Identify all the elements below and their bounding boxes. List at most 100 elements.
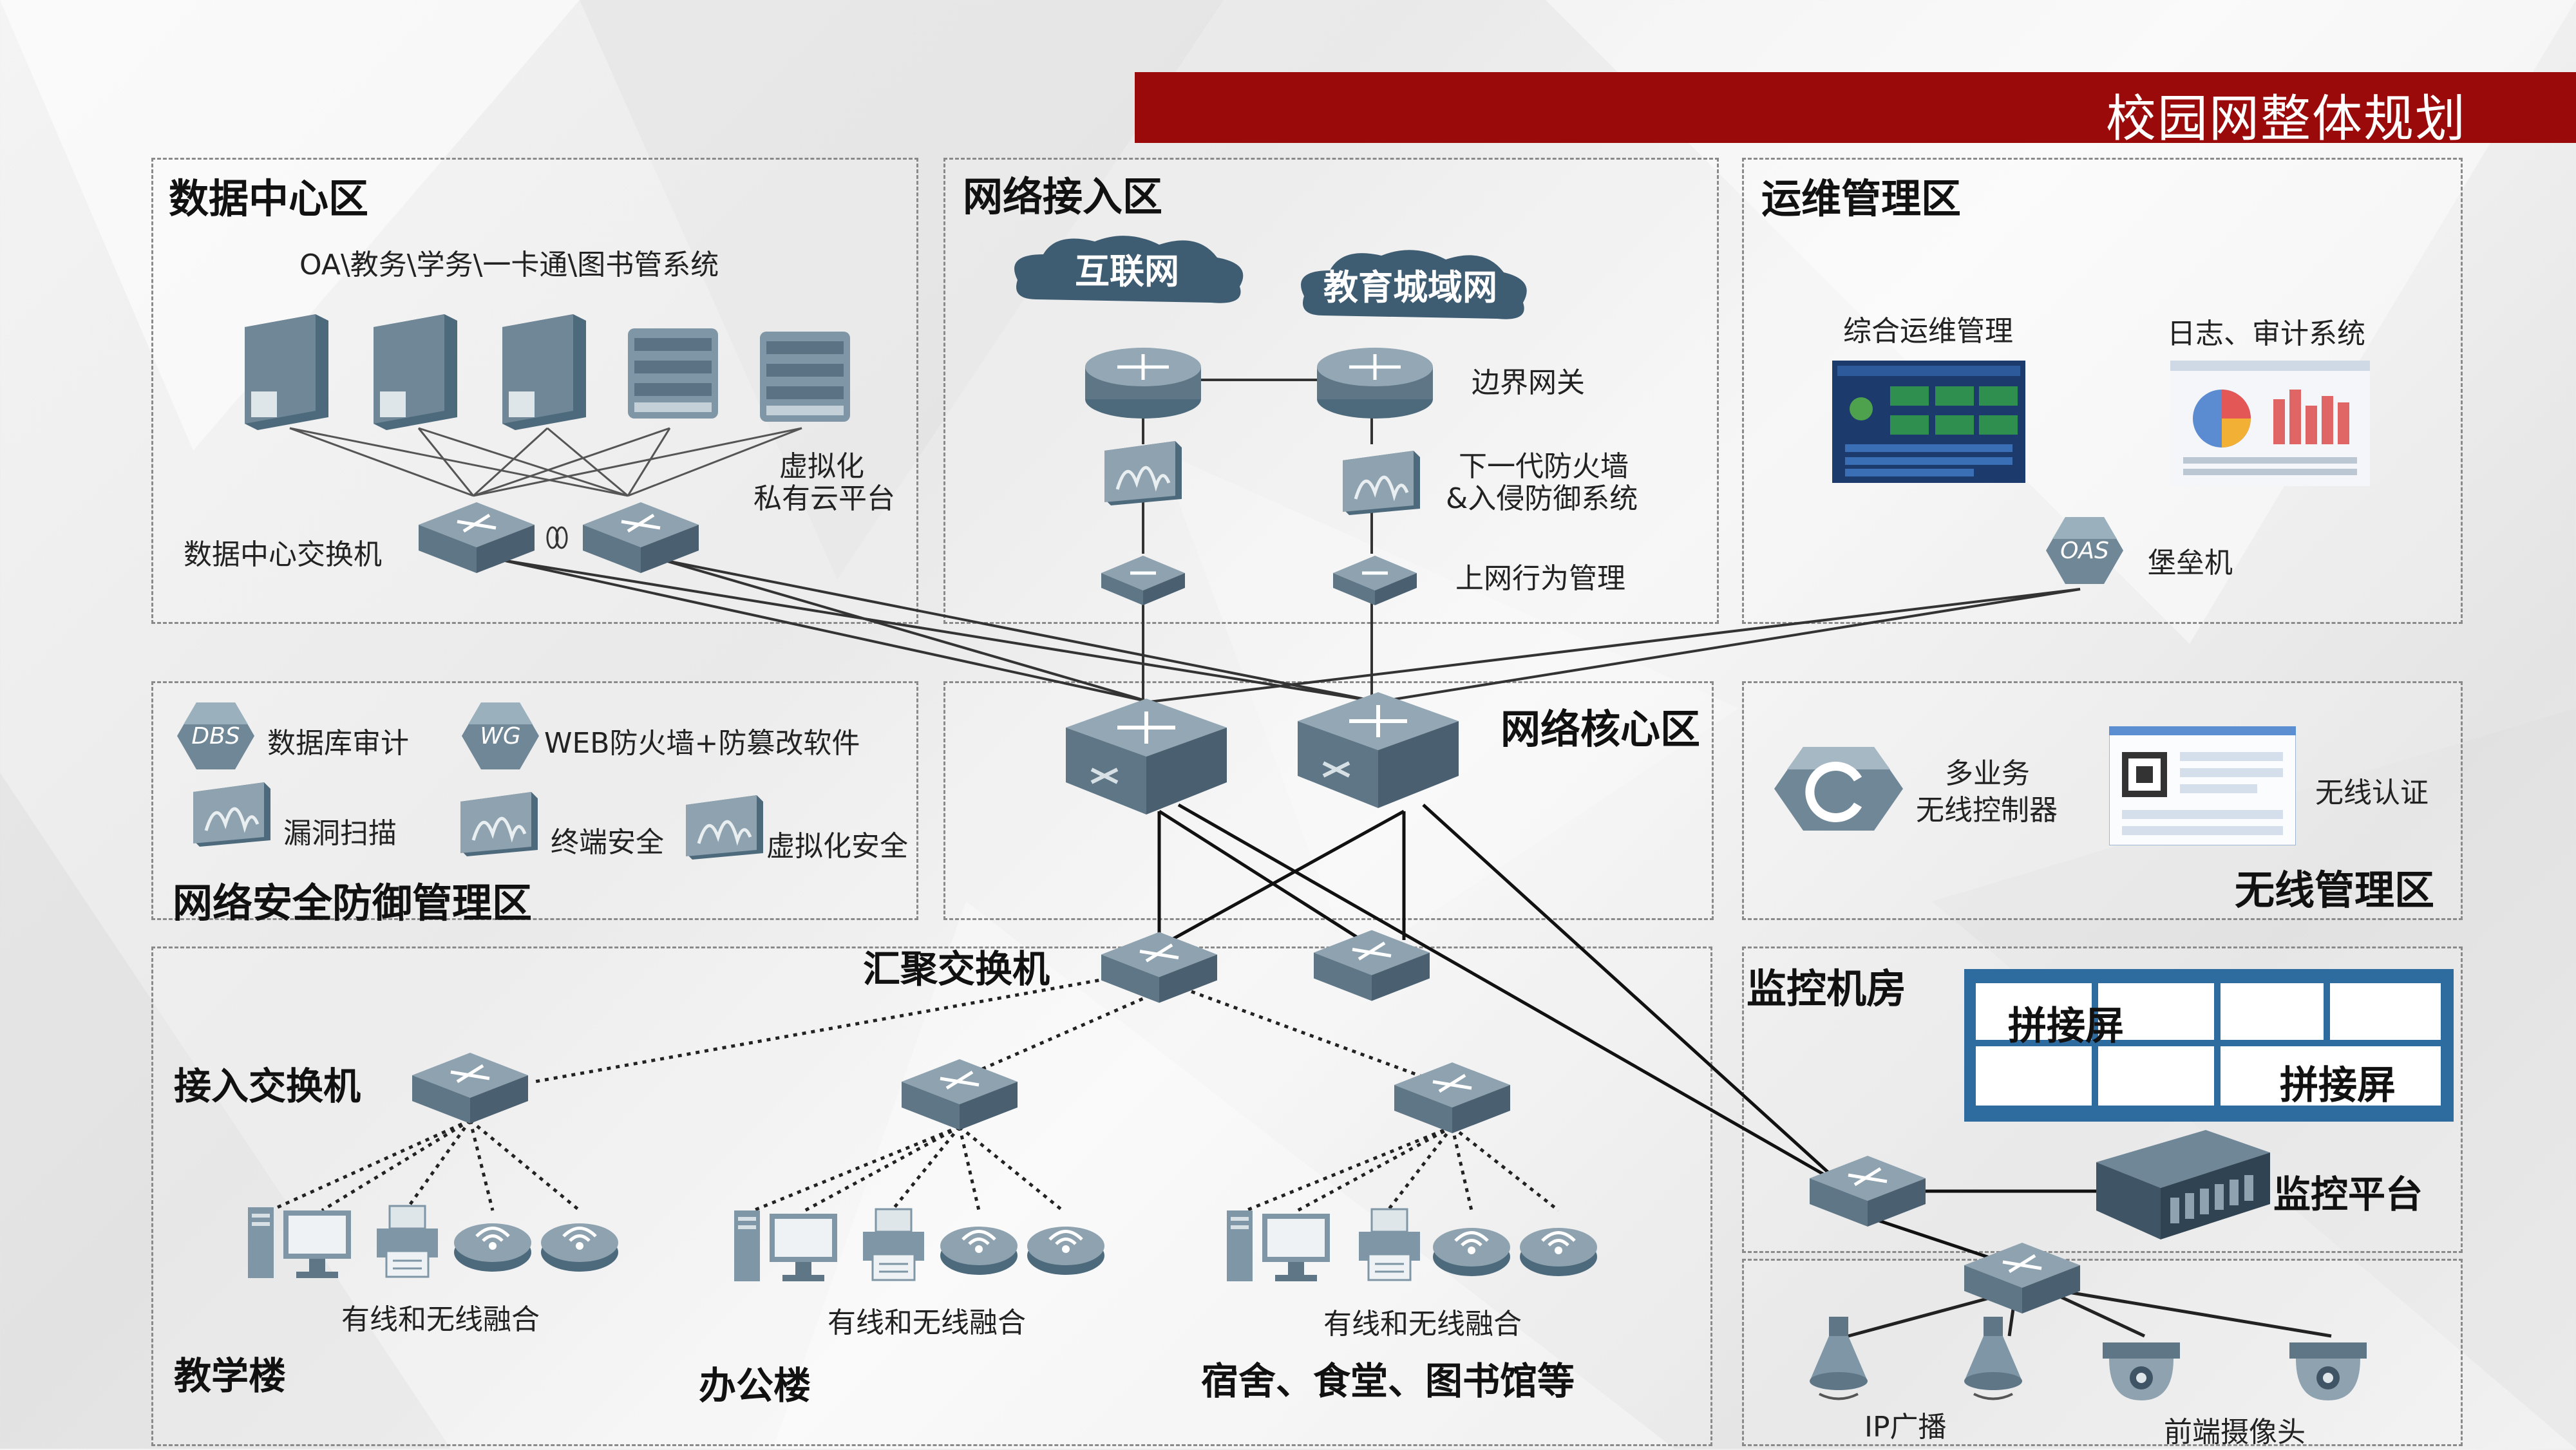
virtualization-label-2: 私有云平台 bbox=[753, 482, 895, 515]
video-wall: 拼接屏 拼接屏 bbox=[1964, 969, 2454, 1122]
svg-text:教育城域网: 教育城域网 bbox=[1323, 267, 1497, 308]
svg-text:DBS: DBS bbox=[191, 723, 240, 749]
wireless-controller-icon bbox=[1774, 747, 1903, 831]
monitor-platform-label: 监控平台 bbox=[2273, 1172, 2423, 1216]
wireless-controller-label-2: 无线控制器 bbox=[1916, 794, 2058, 827]
systems-label: OA\教务\学务\一卡通\图书管系统 bbox=[299, 249, 719, 281]
metro-network-cloud-icon: 教育城域网 bbox=[1301, 250, 1527, 319]
switch-icon bbox=[419, 502, 535, 573]
desktop-pc-icon bbox=[734, 1210, 837, 1281]
security-title: 网络安全防御管理区 bbox=[173, 880, 533, 927]
endpoint-switch-icon bbox=[1964, 1243, 2080, 1313]
svg-text:WG: WG bbox=[480, 723, 521, 749]
desktop-pc-icon bbox=[248, 1207, 351, 1278]
video-wall-cell bbox=[2221, 983, 2324, 1040]
virt-security-label: 虚拟化安全 bbox=[766, 830, 908, 863]
monitor-room-title: 监控机房 bbox=[1747, 965, 1907, 1012]
nvr-platform-icon bbox=[2096, 1130, 2270, 1239]
wireless-ap-icon bbox=[541, 1223, 618, 1272]
waf-label: WEB防火墙+防篡改软件 bbox=[544, 727, 860, 760]
terminal-security-icon bbox=[460, 792, 538, 856]
internet-cloud-icon: 互联网 bbox=[1014, 236, 1244, 303]
firewall-icon bbox=[1104, 441, 1182, 505]
access-network-title: 网络接入区 bbox=[963, 173, 1163, 220]
log-audit-label: 日志、审计系统 bbox=[2167, 317, 2365, 350]
router-icon bbox=[1317, 348, 1433, 419]
video-wall-cell bbox=[2221, 1046, 2441, 1106]
terminal-security-label: 终端安全 bbox=[551, 826, 664, 859]
aggregation-label: 汇聚交换机 bbox=[863, 947, 1050, 991]
video-wall-label: 拼接屏 bbox=[2280, 1063, 2396, 1108]
db-audit-label: 数据库审计 bbox=[267, 727, 409, 760]
behavior-manager-icon bbox=[1101, 556, 1185, 605]
title-banner: 校园网整体规划 bbox=[1135, 72, 2576, 148]
fusion-label: 有线和无线融合 bbox=[828, 1306, 1026, 1339]
storage-array-icon bbox=[760, 332, 850, 422]
fusion-label: 有线和无线融合 bbox=[1323, 1308, 1522, 1341]
video-wall-cell bbox=[2330, 983, 2441, 1040]
core-title: 网络核心区 bbox=[1501, 706, 1701, 753]
wireless-ap-icon bbox=[1027, 1227, 1104, 1275]
log-audit-screenshot bbox=[2170, 361, 2370, 486]
monitor-switch-icon bbox=[1810, 1156, 1926, 1227]
core-switch-icon bbox=[1066, 699, 1227, 814]
printer-icon bbox=[1359, 1208, 1420, 1281]
svg-text:OAS: OAS bbox=[2060, 538, 2109, 564]
building-dorm-canteen-library: 宿舍、食堂、图书馆等 bbox=[1201, 1359, 1575, 1403]
video-wall-cell bbox=[2098, 983, 2214, 1040]
link-aggregation-icon bbox=[546, 526, 568, 549]
ngfw-label-2: &入侵防御系统 bbox=[1446, 482, 1638, 515]
integrated-ops-label: 综合运维管理 bbox=[1843, 315, 2013, 348]
ip-speaker-icon bbox=[1964, 1317, 2022, 1400]
wireless-ap-icon bbox=[940, 1227, 1018, 1275]
ops-dashboard-screenshot bbox=[1832, 361, 2025, 483]
vuln-scan-label: 漏洞扫描 bbox=[283, 817, 397, 850]
wireless-auth-screenshot bbox=[2109, 726, 2296, 845]
ngfw-label-1: 下一代防火墙 bbox=[1459, 450, 1629, 483]
server-icon bbox=[502, 314, 586, 430]
wireless-controller-label-1: 多业务 bbox=[1945, 757, 2030, 790]
switch-icon bbox=[583, 502, 699, 573]
building-office: 办公楼 bbox=[699, 1364, 811, 1408]
server-icon bbox=[374, 314, 457, 430]
wireless-title: 无线管理区 bbox=[2235, 867, 2435, 914]
printer-icon bbox=[377, 1205, 438, 1278]
gateway-label: 边界网关 bbox=[1472, 366, 1585, 399]
data-center-title: 数据中心区 bbox=[169, 175, 369, 222]
storage-array-icon bbox=[628, 328, 718, 419]
ip-broadcast-label: IP广播 bbox=[1864, 1411, 1947, 1444]
dc-switch-label: 数据中心交换机 bbox=[184, 538, 382, 571]
building-teaching: 教学楼 bbox=[174, 1354, 287, 1398]
behavior-manager-icon bbox=[1333, 556, 1417, 605]
ops-title: 运维管理区 bbox=[1761, 175, 1962, 222]
core-switch-icon bbox=[1298, 692, 1459, 808]
access-switch-icon bbox=[1394, 1062, 1510, 1133]
camera-label: 前端摄像头 bbox=[2164, 1416, 2306, 1449]
vuln-scanner-icon bbox=[193, 782, 270, 847]
video-wall-label: 拼接屏 bbox=[2008, 1004, 2124, 1049]
access-switch-icon bbox=[412, 1053, 528, 1124]
wireless-ap-icon bbox=[1520, 1228, 1597, 1276]
server-icon bbox=[245, 314, 328, 430]
aggregation-switch-icon bbox=[1314, 930, 1430, 1001]
video-wall-cell bbox=[2098, 1046, 2214, 1106]
web-firewall-icon: WG bbox=[462, 702, 539, 769]
access-switch-icon bbox=[902, 1059, 1018, 1130]
page-title: 校园网整体规划 bbox=[2105, 90, 2467, 148]
behavior-label: 上网行为管理 bbox=[1455, 562, 1625, 595]
database-audit-icon: DBS bbox=[177, 702, 254, 769]
firewall-icon bbox=[1343, 451, 1420, 515]
svg-text:互联网: 互联网 bbox=[1075, 251, 1179, 292]
video-wall-cell bbox=[1976, 983, 2092, 1040]
ip-speaker-icon bbox=[1810, 1317, 1868, 1400]
dome-camera-icon bbox=[2289, 1342, 2367, 1400]
wireless-ap-icon bbox=[454, 1223, 531, 1272]
video-wall-cell bbox=[1976, 1046, 2092, 1106]
bastion-host-icon: OAS bbox=[2046, 517, 2123, 584]
virtualization-security-icon bbox=[686, 795, 763, 860]
access-switch-label: 接入交换机 bbox=[174, 1064, 361, 1108]
desktop-pc-icon bbox=[1227, 1210, 1330, 1281]
virtualization-label-1: 虚拟化 bbox=[779, 450, 864, 483]
wireless-ap-icon bbox=[1433, 1228, 1510, 1276]
router-icon bbox=[1085, 348, 1201, 419]
